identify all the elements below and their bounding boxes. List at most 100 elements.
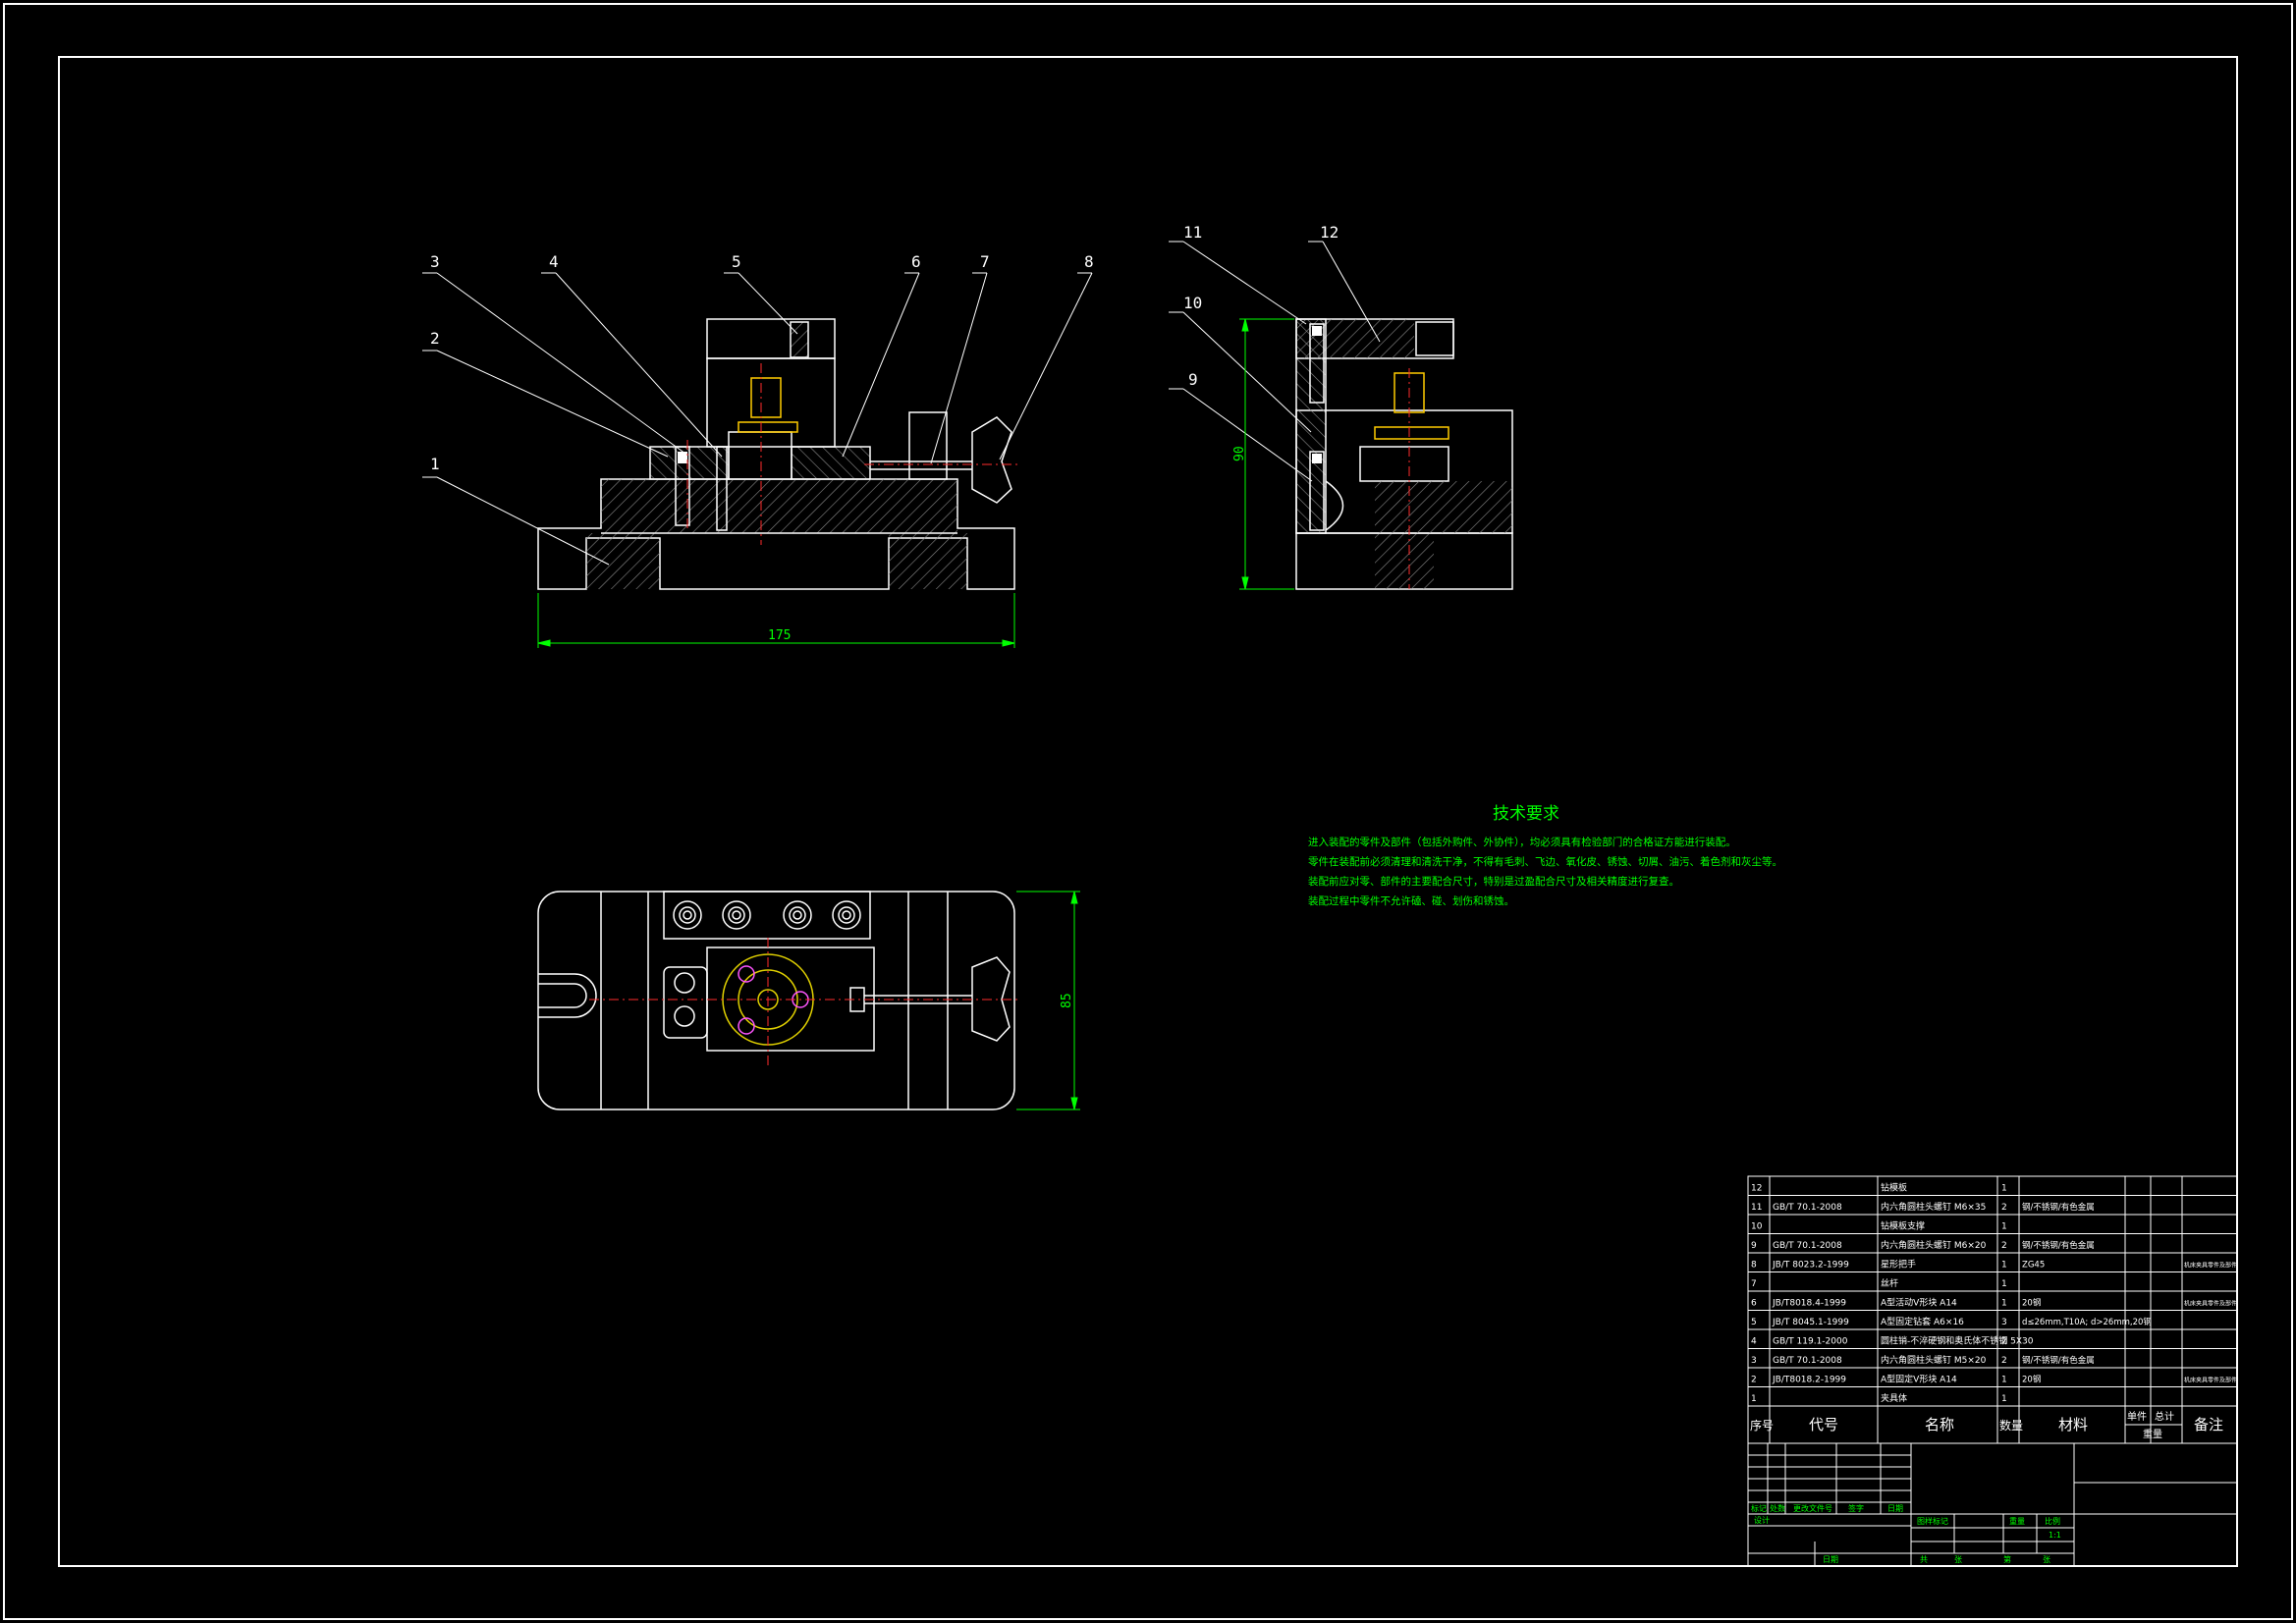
bom-cell-no: 9 — [1751, 1241, 1757, 1251]
bom-cell-code: GB/T 70.1-2008 — [1773, 1241, 1842, 1251]
balloon-6: 6 — [911, 252, 921, 271]
rev-h-doc: 更改文件号 — [1793, 1503, 1832, 1513]
bom-cell-name: 内六角圆柱头螺钉 M6×20 — [1881, 1239, 1987, 1251]
sheet-no-unit: 张 — [2043, 1555, 2050, 1564]
movable-v-block — [791, 446, 871, 480]
bom-cell-no: 10 — [1751, 1222, 1763, 1232]
bom-cell-code: GB/T 70.1-2008 — [1773, 1356, 1842, 1366]
bom-h-name: 名称 — [1925, 1416, 1954, 1434]
bom-cell-code: GB/T 119.1-2000 — [1773, 1337, 1848, 1347]
inner-border — [58, 56, 2238, 1567]
star-handle — [971, 416, 1012, 504]
body-section-right — [889, 533, 967, 589]
drill-bushing — [790, 321, 809, 358]
bom-cell-qty: 2 — [2001, 1241, 2007, 1251]
bom-cell-material: 钢/不锈钢/有色金属 — [2022, 1240, 2095, 1251]
bom-cell-qty: 1 — [2001, 1261, 2007, 1271]
bom-cell-name: 钻模板 — [1881, 1182, 1907, 1194]
balloon-5: 5 — [732, 252, 741, 271]
stage-h-mark: 图样标记 — [1917, 1516, 1948, 1526]
bom-h-material: 材料 — [2058, 1416, 2088, 1434]
bom-cell-note: 机床夹具零件及部件 — [2184, 1377, 2237, 1384]
side-view — [1295, 318, 1513, 590]
balloon-8: 8 — [1084, 252, 1094, 271]
rev-h-mark: 标记 — [1751, 1503, 1767, 1513]
bom-cell-no: 2 — [1751, 1376, 1757, 1385]
balloon-11: 11 — [1183, 223, 1202, 242]
rev-h-sign: 签字 — [1848, 1503, 1864, 1513]
bom-cell-name: 内六角圆柱头螺钉 M5×20 — [1881, 1354, 1987, 1366]
dim-175: 175 — [768, 628, 791, 643]
stage-h-scale: 比例 — [2045, 1516, 2060, 1526]
bom-cell-name: 丝杆 — [1881, 1277, 1898, 1289]
bom-cell-qty: 2 — [2001, 1337, 2007, 1347]
tech-line-2: 零件在装配前必须清理和清洗干净，不得有毛刺、飞边、氧化皮、锈蚀、切屑、油污、着色… — [1308, 855, 1782, 868]
balloon-9: 9 — [1188, 370, 1198, 389]
bom-h-unit: 单件 — [2127, 1411, 2147, 1423]
mounting-slot — [538, 973, 597, 1018]
design-label: 设计 — [1754, 1515, 1770, 1525]
front-balloon-labels: 1 2 3 4 5 6 7 8 — [430, 252, 1094, 473]
bom-cell-no: 5 — [1751, 1318, 1757, 1327]
side-leaders — [1169, 241, 1381, 482]
bom-h-qty: 数量 — [1999, 1418, 2023, 1433]
side-balloon-labels: 9 10 11 12 — [1183, 223, 1339, 389]
balloon-1: 1 — [430, 455, 440, 473]
bom-cell-no: 11 — [1751, 1203, 1762, 1213]
bom-cell-name: 星形把手 — [1881, 1259, 1916, 1271]
bushing-holes — [673, 900, 861, 930]
bom-cell-qty: 1 — [2001, 1222, 2007, 1232]
bom-cell-material: 钢/不锈钢/有色金属 — [2022, 1355, 2095, 1366]
bom-cell-material: 20钢 — [2022, 1375, 2041, 1385]
bom-cell-name: A型固定V形块 A14 — [1881, 1374, 1957, 1385]
balloon-10: 10 — [1183, 294, 1202, 312]
title-block-text: 标记 处数 更改文件号 签字 日期 设计 图样标记 重量 比例 1:1 共 张 … — [1751, 1503, 2061, 1564]
bom-cell-qty: 2 — [2001, 1356, 2007, 1366]
bom-h-total: 总计 — [2155, 1410, 2174, 1423]
bom-cell-material: 钢/不锈钢/有色金属 — [2022, 1202, 2095, 1213]
drill-support-side — [1295, 318, 1327, 534]
bom-cell-qty: 1 — [2001, 1376, 2007, 1385]
bom-h-no: 序号 — [1750, 1418, 1774, 1433]
bom-cell-no: 3 — [1751, 1356, 1757, 1366]
drill-plate-top — [663, 891, 871, 940]
screw-support — [908, 411, 948, 480]
top-outline — [537, 891, 1015, 1110]
dim-90: 90 — [1232, 446, 1247, 461]
side-dimension — [1239, 318, 1294, 590]
bom-cell-name: 钻模板支撑 — [1881, 1220, 1925, 1232]
bom-cell-code: JB/T8018.4-1999 — [1772, 1299, 1846, 1309]
bom-cell-material: 20钢 — [2022, 1298, 2041, 1309]
bom-cell-qty: 1 — [2001, 1184, 2007, 1194]
sheet-total-unit: 张 — [1954, 1555, 1962, 1564]
bom-cell-qty: 1 — [2001, 1394, 2007, 1404]
balloon-12: 12 — [1320, 223, 1339, 242]
tech-requirements-title: 技术要求 — [1493, 804, 1559, 824]
rev-h-count: 处数 — [1770, 1503, 1785, 1513]
bom-cell-code: JB/T 8023.2-1999 — [1772, 1261, 1849, 1271]
tech-line-4: 装配过程中零件不允许磕、碰、划伤和锈蚀。 — [1308, 894, 1514, 907]
stage-h-weight: 重量 — [2009, 1516, 2025, 1526]
bom-cell-no: 6 — [1751, 1299, 1757, 1309]
bom-cell-name: A型固定钻套 A6×16 — [1881, 1316, 1964, 1327]
workpiece — [728, 431, 793, 480]
date-label: 日期 — [1823, 1555, 1838, 1564]
body-section-mid — [601, 479, 957, 533]
bom-cell-note: 机床夹具零件及部件 — [2184, 1300, 2237, 1308]
bom-cell-name: 内六角圆柱头螺钉 M6×35 — [1881, 1201, 1986, 1213]
bom-h-code: 代号 — [1809, 1416, 1838, 1434]
front-dimension — [537, 593, 1015, 648]
title-block — [1748, 1443, 2237, 1566]
rev-h-date: 日期 — [1887, 1504, 1903, 1513]
balloon-7: 7 — [980, 252, 990, 271]
bom-cell-no: 4 — [1751, 1337, 1757, 1347]
bolt-3 — [675, 446, 690, 526]
bom-cell-qty: 1 — [2001, 1279, 2007, 1289]
top-view — [537, 891, 1021, 1110]
bom-cell-material: ZG45 — [2022, 1261, 2045, 1271]
balloon-2: 2 — [430, 329, 440, 348]
bom-header: 序号 代号 名称 数量 材料 单件 总计 重量 备注 — [1750, 1410, 2223, 1440]
bom-cell-code: JB/T8018.2-1999 — [1772, 1376, 1846, 1385]
bom-cell-code: JB/T 8045.1-1999 — [1772, 1318, 1849, 1327]
bom-cell-qty: 1 — [2001, 1299, 2007, 1309]
